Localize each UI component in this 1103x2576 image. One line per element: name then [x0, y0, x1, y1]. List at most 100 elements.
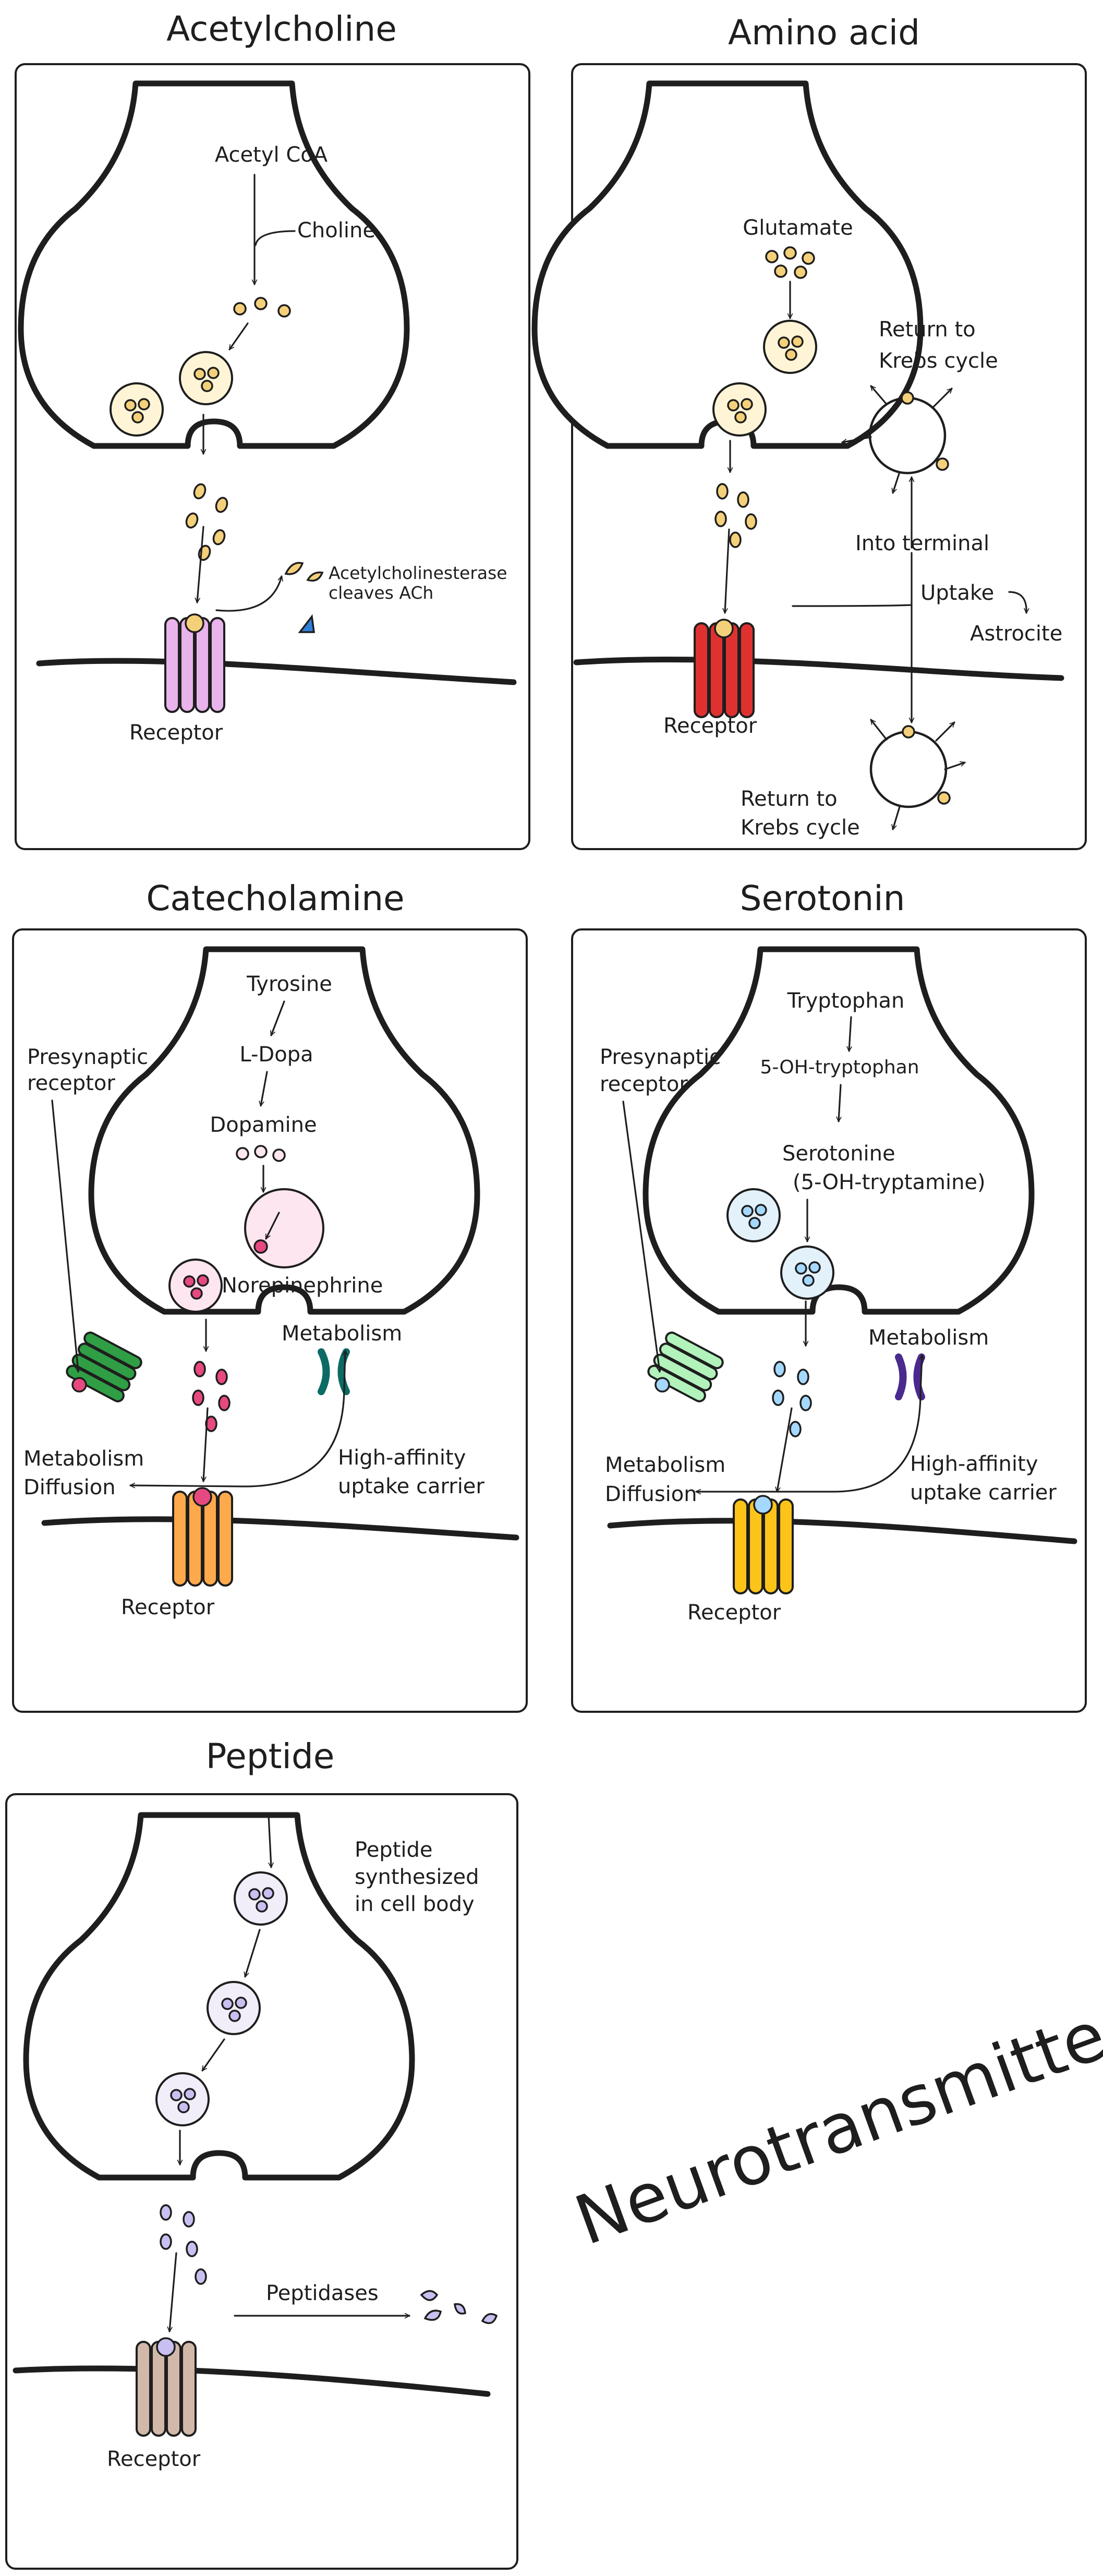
panel-amino-acid: Glutamate Receptor	[535, 83, 1064, 840]
arrow-oh-serotonine	[836, 1084, 842, 1122]
oh-tryptophan-label: 5-OH-tryptophan	[760, 1057, 919, 1078]
released-norepinephrine	[192, 1361, 231, 1432]
receptor-icon	[733, 1495, 794, 1594]
diagram-title: Neurotransmitters	[565, 1974, 1103, 2260]
presynaptic-receptor-icon	[66, 1332, 142, 1402]
vesicle	[244, 1188, 324, 1268]
arrow-inside-vesicle	[265, 1212, 280, 1240]
uptake-carrier-label-line2: uptake carrier	[910, 1481, 1057, 1505]
return-krebs-top-line1: Return to	[879, 318, 976, 342]
cleaved-peptide	[420, 2290, 498, 2324]
serotonine-label: Serotonine	[782, 1142, 895, 1166]
synth-label-line1: Peptide	[355, 1838, 433, 1862]
released-peptide	[160, 2204, 207, 2285]
enzyme-label-line2: cleaves ACh	[329, 583, 433, 603]
return-krebs-bottom-line1: Return to	[741, 787, 838, 811]
arrow-to-receptor	[722, 528, 730, 614]
krebs-cycle-bottom	[869, 719, 966, 830]
vesicle	[726, 1188, 781, 1242]
panel-peptide: Peptide synthesized in cell body Rec	[13, 1815, 498, 2471]
presynaptic-label-line2: receptor	[27, 1071, 115, 1095]
uptake-path	[792, 552, 913, 607]
receptor-label: Receptor	[687, 1601, 781, 1625]
uptake-carrier-label-line1: High-affinity	[338, 1446, 466, 1470]
return-krebs-bottom-line2: Krebs cycle	[741, 816, 860, 840]
receptor-icon	[164, 613, 225, 713]
presynaptic-receptor-icon	[647, 1332, 724, 1402]
metabolism-right-label: Metabolism	[282, 1322, 402, 1346]
receptor-label: Receptor	[129, 721, 223, 745]
cleaved-ach	[284, 562, 324, 582]
free-glutamate	[765, 246, 815, 279]
vesicle	[712, 382, 767, 437]
norepinephrine-label: Norepinephrine	[222, 1274, 383, 1298]
postsynaptic-membrane	[573, 656, 1064, 681]
arrow-to-receptor	[775, 1407, 793, 1493]
panel-catecholamine: Tyrosine L-Dopa Dopamine Norepinephrine	[23, 949, 519, 1619]
oh-tryptamine-label: (5-OH-tryptamine)	[793, 1170, 986, 1194]
receptor-label: Receptor	[107, 2447, 201, 2471]
into-terminal-label: Into terminal	[855, 531, 989, 555]
arrow-to-receptor	[195, 526, 204, 603]
vesicle	[763, 320, 817, 374]
panel-title-catecholamine: Catecholamine	[146, 878, 404, 918]
presynaptic-label-line1: Presynaptic	[600, 1045, 721, 1069]
arrow-vesicle-2-3	[201, 2038, 225, 2072]
arrow-uptake-diffusion	[129, 1386, 345, 1489]
acetyl-coa-label: Acetyl CoA	[215, 143, 328, 167]
diffusion-label: Diffusion	[23, 1476, 116, 1499]
arrow-to-receptor	[201, 1407, 209, 1482]
arrow-tyrosine-ldopa	[270, 1000, 285, 1036]
receptor-icon	[694, 619, 755, 718]
uptake-carrier-label-line1: High-affinity	[910, 1452, 1038, 1476]
arrow-choline-in	[254, 230, 296, 246]
free-dopamine	[236, 1145, 286, 1162]
l-dopa-label: L-Dopa	[239, 1043, 313, 1067]
vesicle	[207, 1981, 261, 2035]
krebs-cycle-top	[841, 385, 953, 494]
return-krebs-top-line2: Krebs cycle	[879, 349, 998, 373]
arrow-to-presynaptic-receptor	[51, 1099, 81, 1373]
released-glutamate	[714, 483, 757, 548]
arrow-to-receptor	[167, 2252, 177, 2332]
arrow-vesicle-1-2	[244, 1929, 261, 1978]
presynaptic-label-line2: receptor	[600, 1072, 688, 1096]
enzyme-label-line1: Acetylcholinesterase	[329, 563, 507, 583]
panel-serotonin: Tryptophan 5-OH-tryptophan Serotonine (5…	[600, 949, 1077, 1625]
panel-title-peptide: Peptide	[206, 1736, 335, 1776]
vesicle	[234, 1871, 288, 1926]
uptake-carrier-label-line2: uptake carrier	[338, 1474, 484, 1498]
arrow-tryptophan-oh	[846, 1016, 852, 1052]
synth-label-line2: synthesized	[355, 1865, 479, 1889]
metabolism-left-label: Metabolism	[23, 1447, 144, 1471]
arrow-to-vesicle	[228, 322, 249, 350]
panel-acetylcholine: Acetyl CoA Choline Recepto	[21, 83, 517, 745]
postsynaptic-membrane	[36, 658, 517, 685]
postsynaptic-membrane	[13, 2365, 491, 2397]
released-serotonin	[772, 1361, 812, 1437]
glutamate-label: Glutamate	[743, 216, 853, 240]
arrow-to-enzyme	[215, 575, 283, 612]
vesicle	[780, 1245, 834, 1300]
arrow-to-presynaptic-receptor	[622, 1100, 662, 1373]
panel-title-amino-acid: Amino acid	[728, 13, 920, 53]
receptor-icon	[136, 2337, 197, 2437]
metabolism-left-label: Metabolism	[605, 1453, 725, 1477]
arrow-to-astrocite	[1008, 591, 1029, 614]
tyrosine-label: Tyrosine	[246, 972, 332, 996]
receptor-label: Receptor	[121, 1595, 215, 1619]
metabolism-right-label: Metabolism	[868, 1326, 989, 1350]
presynaptic-bound-ligand	[654, 1377, 670, 1393]
panel-title-acetylcholine: Acetylcholine	[166, 9, 397, 49]
postsynaptic-membrane	[607, 1518, 1077, 1544]
vesicle	[110, 382, 164, 437]
tryptophan-label: Tryptophan	[787, 989, 905, 1013]
receptor-label: Receptor	[663, 714, 757, 738]
peptidases-label: Peptidases	[266, 2281, 379, 2305]
vesicle	[168, 1259, 223, 1313]
choline-label: Choline	[297, 219, 375, 243]
arrow-to-metabolism	[919, 1354, 925, 1394]
free-ach-molecules	[233, 297, 291, 318]
